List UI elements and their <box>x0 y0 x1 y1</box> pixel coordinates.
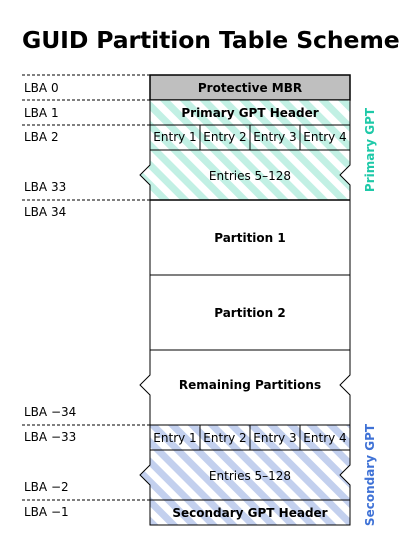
lba-minus-33-label: LBA −33 <box>24 430 76 444</box>
secondary-gpt-header-label: Secondary GPT Header <box>172 506 327 520</box>
secondary-gpt-outline <box>139 424 351 526</box>
primary-entry-3: Entry 3 <box>253 130 296 144</box>
secondary-entries: Entry 1 Entry 2 Entry 3 Entry 4 <box>153 431 346 445</box>
diagram-title: GUID Partition Table Scheme <box>22 26 400 54</box>
secondary-entry-2: Entry 2 <box>203 431 246 445</box>
lba-minus-1-label: LBA −1 <box>24 505 69 519</box>
protective-mbr-label: Protective MBR <box>198 81 302 95</box>
primary-entries: Entry 1 Entry 2 Entry 3 Entry 4 <box>153 130 346 144</box>
primary-entries-rest-label: Entries 5–128 <box>209 169 291 183</box>
primary-gpt-outline <box>139 99 351 200</box>
partition-1-label: Partition 1 <box>214 231 286 245</box>
lba-minus-2-label: LBA −2 <box>24 480 69 494</box>
secondary-entries-rest-label: Entries 5–128 <box>209 469 291 483</box>
remaining-partitions-label: Remaining Partitions <box>179 378 321 392</box>
lba-minus-34-label: LBA −34 <box>24 405 76 419</box>
lba-33-label: LBA 33 <box>24 180 66 194</box>
lba-1-label: LBA 1 <box>24 106 59 120</box>
partitions-region <box>139 199 351 425</box>
secondary-gpt-side-label: Secondary GPT <box>363 423 377 526</box>
primary-gpt-header-label: Primary GPT Header <box>181 106 318 120</box>
lba-guide-lines <box>22 74 150 501</box>
primary-entry-2: Entry 2 <box>203 130 246 144</box>
lba-34-label: LBA 34 <box>24 205 66 219</box>
secondary-entry-1: Entry 1 <box>153 431 196 445</box>
primary-entry-4: Entry 4 <box>303 130 346 144</box>
primary-gpt-side-label: Primary GPT <box>363 107 377 192</box>
partition-2-label: Partition 2 <box>214 306 286 320</box>
lba-2-label: LBA 2 <box>24 130 59 144</box>
lba-0-label: LBA 0 <box>24 81 59 95</box>
secondary-entry-3: Entry 3 <box>253 431 296 445</box>
primary-entry-1: Entry 1 <box>153 130 196 144</box>
secondary-entry-4: Entry 4 <box>303 431 346 445</box>
